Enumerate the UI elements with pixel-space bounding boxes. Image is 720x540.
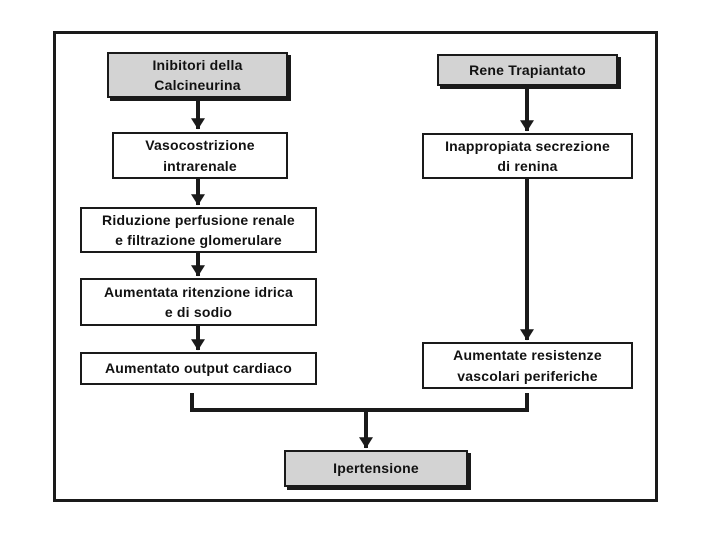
node-aumentate-resistenze-vascolari: Aumentate resistenze vascolari periferic…	[422, 342, 633, 389]
node-inappropiata-secrezione-renina: Inappropiata secrezione di renina	[422, 133, 633, 179]
node-riduzione-perfusione-renale: Riduzione perfusione renale e filtrazion…	[80, 207, 317, 253]
node-vasocostrizione-intrarenale: Vasocostrizione intrarenale	[112, 132, 288, 179]
node-aumentato-output-cardiaco: Aumentato output cardiaco	[80, 352, 317, 385]
node-rene-trapiantato: Rene Trapiantato	[437, 54, 618, 86]
node-ipertensione: Ipertensione	[284, 450, 468, 487]
node-aumentata-ritenzione-idrica: Aumentata ritenzione idrica e di sodio	[80, 278, 317, 326]
node-inibitori-calcineurina: Inibitori della Calcineurina	[107, 52, 288, 98]
diagram-border-frame	[53, 31, 658, 502]
